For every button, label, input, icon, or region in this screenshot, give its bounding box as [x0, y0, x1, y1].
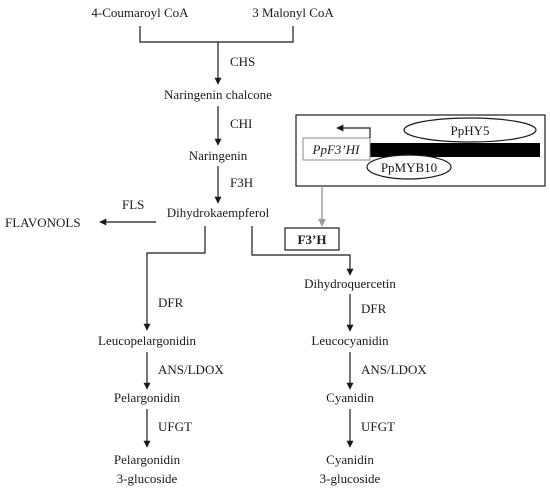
- hy5-label: PpHY5: [450, 123, 489, 138]
- f3prime-h-arrow: [251, 226, 354, 276]
- flavonols-label: FLAVONOLS: [5, 215, 81, 230]
- cyanidin-label: Cyanidin: [326, 390, 374, 405]
- ans-left-enzyme-label: ANS/LDOX: [158, 362, 224, 377]
- leucopelargonidin-label: Leucopelargonidin: [98, 333, 196, 348]
- ufgt-left-enzyme-label: UFGT: [158, 419, 192, 434]
- transcription-start-arrow: [336, 124, 371, 138]
- naringenin-label: Naringenin: [189, 148, 248, 163]
- gene-box: [302, 137, 371, 161]
- f3prime-h-box: [284, 227, 340, 251]
- substrate-bracket: [139, 26, 294, 43]
- f3prime-h-enzyme-label: F3’H: [298, 232, 327, 247]
- promoter-bar: [370, 143, 540, 157]
- ufgt-right-enzyme-label: UFGT: [361, 419, 395, 434]
- gene-label: PpF3’HI: [312, 142, 361, 157]
- dfr-right-enzyme-label: DFR: [361, 301, 387, 316]
- dfr-left-arrow: [143, 226, 206, 331]
- cyanidin-glucoside-line1: Cyanidin: [326, 452, 374, 467]
- chs-enzyme-label: CHS: [230, 54, 255, 69]
- myb10-ellipse: [366, 154, 452, 180]
- leucocyanidin-label: Leucocyanidin: [311, 333, 389, 348]
- ans-right-enzyme-label: ANS/LDOX: [361, 362, 427, 377]
- coumaroyl-coa-label: 4-Coumaroyl CoA: [91, 5, 189, 20]
- chi-enzyme-label: CHI: [230, 116, 252, 131]
- naringenin-chalcone-label: Naringenin chalcone: [164, 87, 272, 102]
- pelargonidin-glucoside-line1: Pelargonidin: [114, 452, 181, 467]
- dihydroquercetin-label: Dihydroquercetin: [304, 276, 396, 291]
- dihydrokaempferol-label: Dihydrokaempferol: [167, 205, 270, 220]
- f3h-enzyme-label: F3H: [230, 175, 253, 190]
- cyanidin-glucoside-line2: 3-glucoside: [320, 471, 381, 486]
- fls-enzyme-label: FLS: [122, 197, 144, 212]
- pelargonidin-glucoside-line2: 3-glucoside: [117, 471, 178, 486]
- promoter-regulation-inset: PpF3’HI PpHY5 PpMYB10: [295, 114, 546, 187]
- malonyl-coa-label: 3 Malonyl CoA: [252, 5, 334, 20]
- dfr-left-enzyme-label: DFR: [158, 295, 184, 310]
- pelargonidin-label: Pelargonidin: [114, 390, 181, 405]
- myb10-label: PpMYB10: [381, 160, 437, 175]
- hy5-ellipse: [403, 117, 537, 143]
